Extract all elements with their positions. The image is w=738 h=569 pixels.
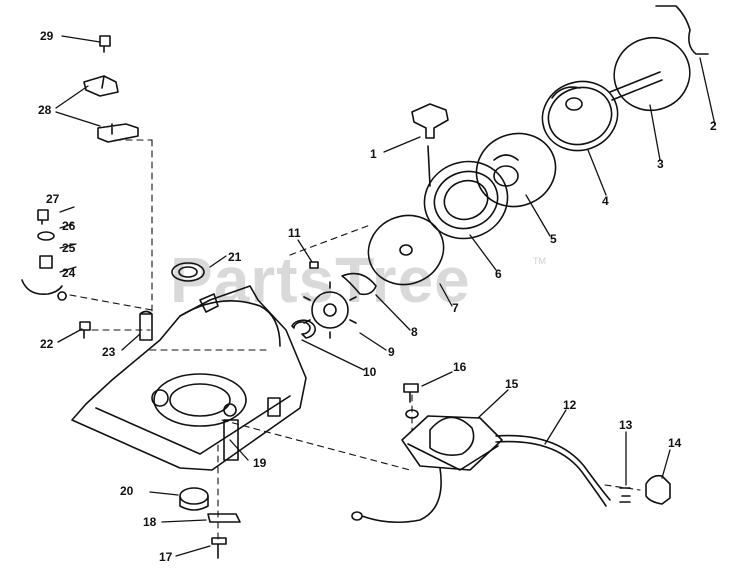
part-19-engine-housing — [71, 285, 307, 471]
callout-1: 1 — [370, 147, 377, 161]
callout-9: 9 — [388, 345, 395, 359]
callout-8: 8 — [411, 325, 418, 339]
callout-25: 25 — [62, 241, 76, 255]
part-10-retaining-clip — [291, 319, 316, 339]
part-3-cover — [609, 36, 691, 112]
part-21-seal — [171, 262, 205, 282]
part-4-starter-housing — [541, 80, 619, 152]
part-15-ignition-module — [401, 415, 503, 471]
part-8-spring — [341, 272, 377, 296]
part-11-pin — [309, 261, 319, 269]
part-23-pin — [139, 310, 153, 341]
alignment-lines — [69, 139, 641, 546]
part-28-upper-bracket — [83, 75, 119, 97]
part-7-disc — [367, 214, 445, 286]
part-18-plate — [207, 513, 241, 523]
callout-6: 6 — [495, 267, 502, 281]
callout-24: 24 — [62, 266, 76, 280]
part-6-recoil-spring — [423, 145, 509, 240]
part-16-screw — [403, 383, 419, 419]
callout-16: 16 — [453, 360, 467, 374]
callout-12: 12 — [563, 398, 577, 412]
callout-2: 2 — [710, 119, 717, 133]
callout-19: 19 — [253, 456, 267, 470]
part-25-spacer — [39, 255, 53, 269]
part-26-washer — [37, 231, 55, 241]
part-13-clip — [619, 487, 631, 503]
part-28-lower-bracket — [97, 123, 139, 143]
part-5-pulley — [475, 132, 557, 208]
callout-7: 7 — [452, 301, 459, 315]
part-12-ignition-lead — [495, 434, 611, 501]
part-27-screw — [37, 209, 49, 225]
part-9-gear — [303, 281, 357, 339]
callout-20: 20 — [120, 484, 134, 498]
callout-26: 26 — [62, 219, 76, 233]
part-29-clip — [99, 35, 111, 53]
part-ground-lead — [351, 467, 442, 524]
callout-11: 11 — [288, 226, 301, 240]
callout-5: 5 — [550, 232, 557, 246]
callout-15: 15 — [505, 377, 519, 391]
part-20-bushing — [179, 487, 209, 505]
callout-29: 29 — [40, 29, 54, 43]
callout-23: 23 — [102, 345, 116, 359]
callout-14: 14 — [668, 436, 682, 450]
callout-22: 22 — [40, 337, 54, 351]
watermark-trademark: TM — [533, 256, 546, 266]
part-22-screw — [79, 321, 91, 339]
part-14-spark-plug-boot — [645, 474, 671, 505]
callout-10: 10 — [363, 365, 377, 379]
callout-28: 28 — [38, 103, 52, 117]
part-24-wire-spring — [21, 279, 67, 301]
callout-13: 13 — [619, 418, 633, 432]
part-1-handle — [411, 103, 449, 139]
callout-3: 3 — [657, 157, 664, 171]
callout-21: 21 — [228, 250, 242, 264]
callout-27: 27 — [46, 192, 60, 206]
part-2-screen — [655, 5, 709, 55]
leader-lines — [55, 35, 716, 557]
callout-4: 4 — [602, 194, 609, 208]
part-17-screw — [211, 537, 227, 559]
callout-18: 18 — [143, 515, 157, 529]
callout-17: 17 — [159, 550, 173, 564]
